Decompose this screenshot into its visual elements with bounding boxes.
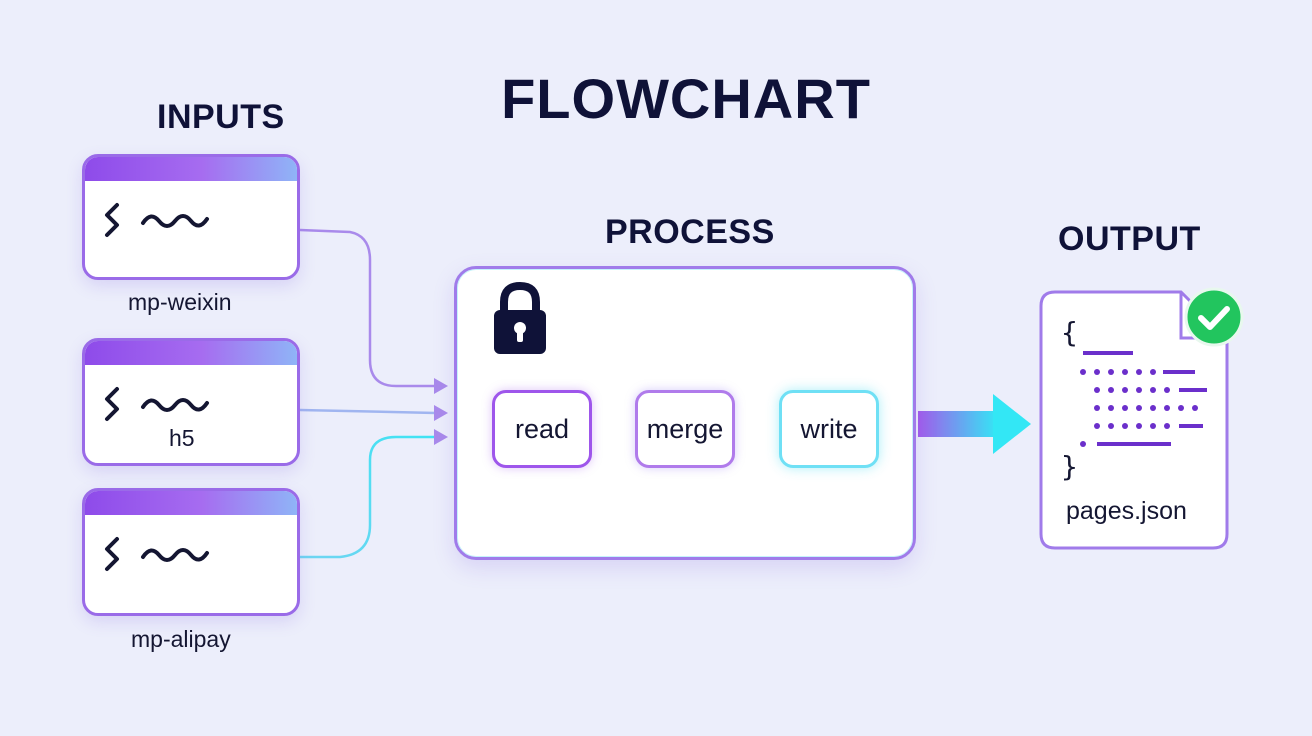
terminal-wave-icon — [105, 203, 209, 237]
lock-icon — [494, 281, 546, 354]
terminal-wave-icon — [105, 537, 209, 571]
card-header-bar — [85, 157, 297, 181]
input-card-weixin — [82, 154, 300, 280]
connector-h5 — [299, 408, 437, 415]
connector-weixin — [299, 228, 436, 388]
inputs-heading: INPUTS — [157, 98, 285, 136]
input-card-h5: h5 — [82, 338, 300, 466]
big-arrow-shaft — [918, 411, 998, 437]
input-label-h5: h5 — [169, 425, 195, 451]
terminal-wave-icon — [105, 387, 209, 421]
input-label-weixin: mp-weixin — [128, 289, 232, 315]
arrowhead-h5 — [434, 405, 448, 421]
arrowhead-alipay — [434, 429, 448, 445]
input-label-alipay: mp-alipay — [131, 626, 231, 652]
json-close-brace: } — [1061, 450, 1078, 483]
step-merge: merge — [635, 390, 735, 468]
step-write: write — [779, 390, 879, 468]
process-heading: PROCESS — [605, 213, 775, 251]
output-filename: pages.json — [1066, 497, 1187, 525]
check-icon — [1184, 287, 1244, 347]
step-read: read — [492, 390, 592, 468]
card-header-bar — [85, 491, 297, 515]
page-title: FLOWCHART — [501, 67, 871, 130]
output-heading: OUTPUT — [1058, 220, 1201, 258]
arrowhead-weixin — [434, 378, 448, 394]
json-open-brace: { — [1061, 316, 1078, 349]
input-card-alipay — [82, 488, 300, 616]
connector-alipay — [300, 435, 436, 559]
card-header-bar — [85, 341, 297, 365]
output-file-icon — [1039, 290, 1229, 550]
big-arrow-head — [993, 394, 1031, 454]
